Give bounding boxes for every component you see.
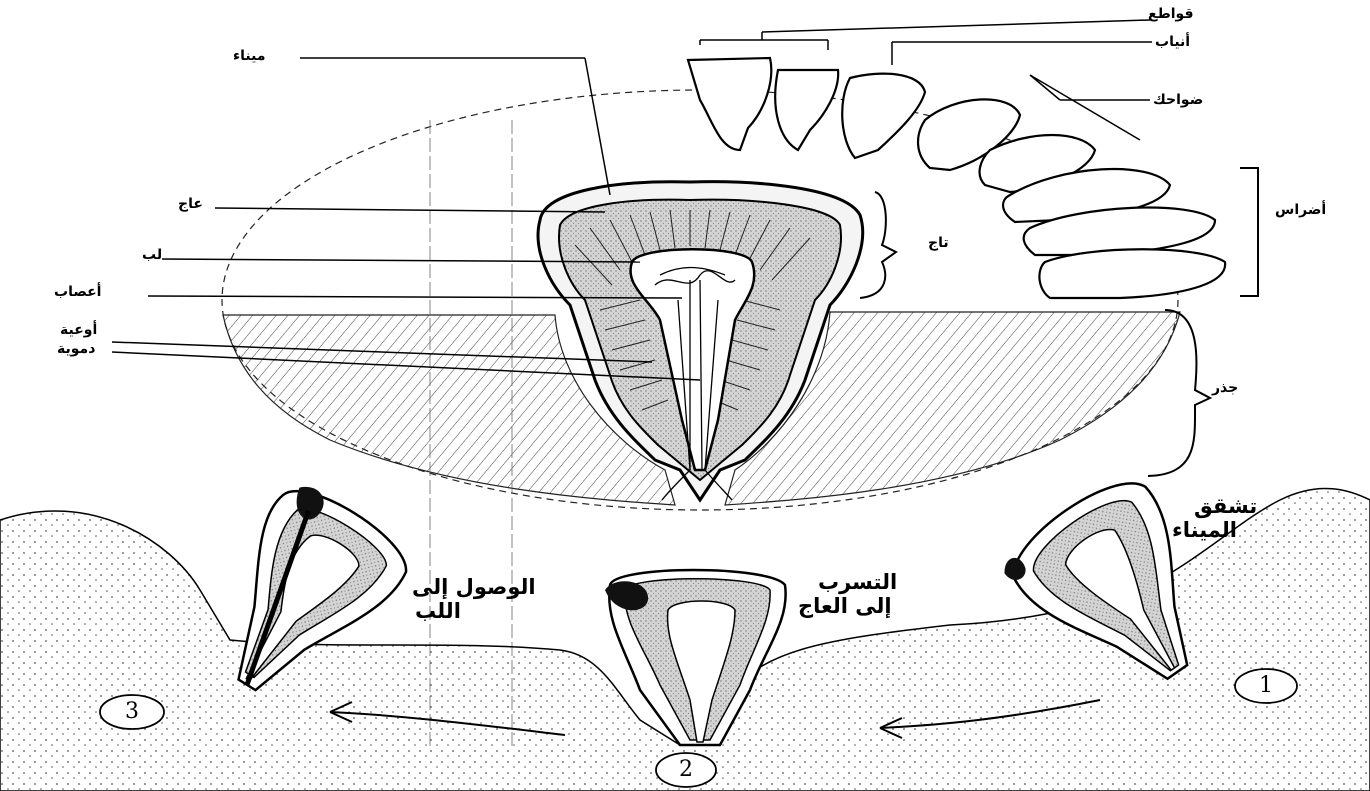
stage-1-caption-line2: الميناء — [1172, 518, 1237, 542]
label-crown: تاج — [928, 236, 949, 251]
molars-bracket — [1240, 168, 1258, 296]
stage-3-number: 3 — [102, 697, 162, 727]
label-pulp: لب — [142, 248, 162, 263]
label-blood-vessels-line2: دموية — [57, 342, 95, 357]
label-canines: أنياب — [1155, 35, 1190, 50]
label-root: جذر — [1212, 381, 1238, 396]
stage-2-caption-line2: إلى العاج — [798, 594, 892, 618]
stage-1-caption-line1: تشقق — [1194, 494, 1257, 518]
stage-2-caption-line1: التسرب — [818, 570, 897, 594]
incisor-tooth — [688, 58, 771, 150]
label-blood-vessels-line1: أوعية — [60, 323, 97, 338]
molar-tooth — [1039, 249, 1225, 298]
label-enamel: ميناء — [233, 49, 266, 64]
label-nerves: أعصاب — [54, 285, 101, 300]
stage-2-number: 2 — [656, 755, 716, 785]
label-dentin: عاج — [178, 197, 203, 212]
label-molars: أضراس — [1275, 203, 1326, 218]
crown-bracket — [860, 192, 896, 298]
label-premolars: ضواحك — [1153, 93, 1203, 108]
decay-stages — [0, 465, 1370, 791]
label-incisors: قواطع — [1148, 7, 1194, 22]
stage-3-caption-line2: اللب — [415, 599, 461, 623]
incisor-tooth — [775, 70, 838, 150]
canine-tooth — [842, 74, 925, 158]
stage-3-caption-line1: الوصول إلى — [412, 575, 536, 599]
stage-1-number: 1 — [1236, 671, 1296, 701]
